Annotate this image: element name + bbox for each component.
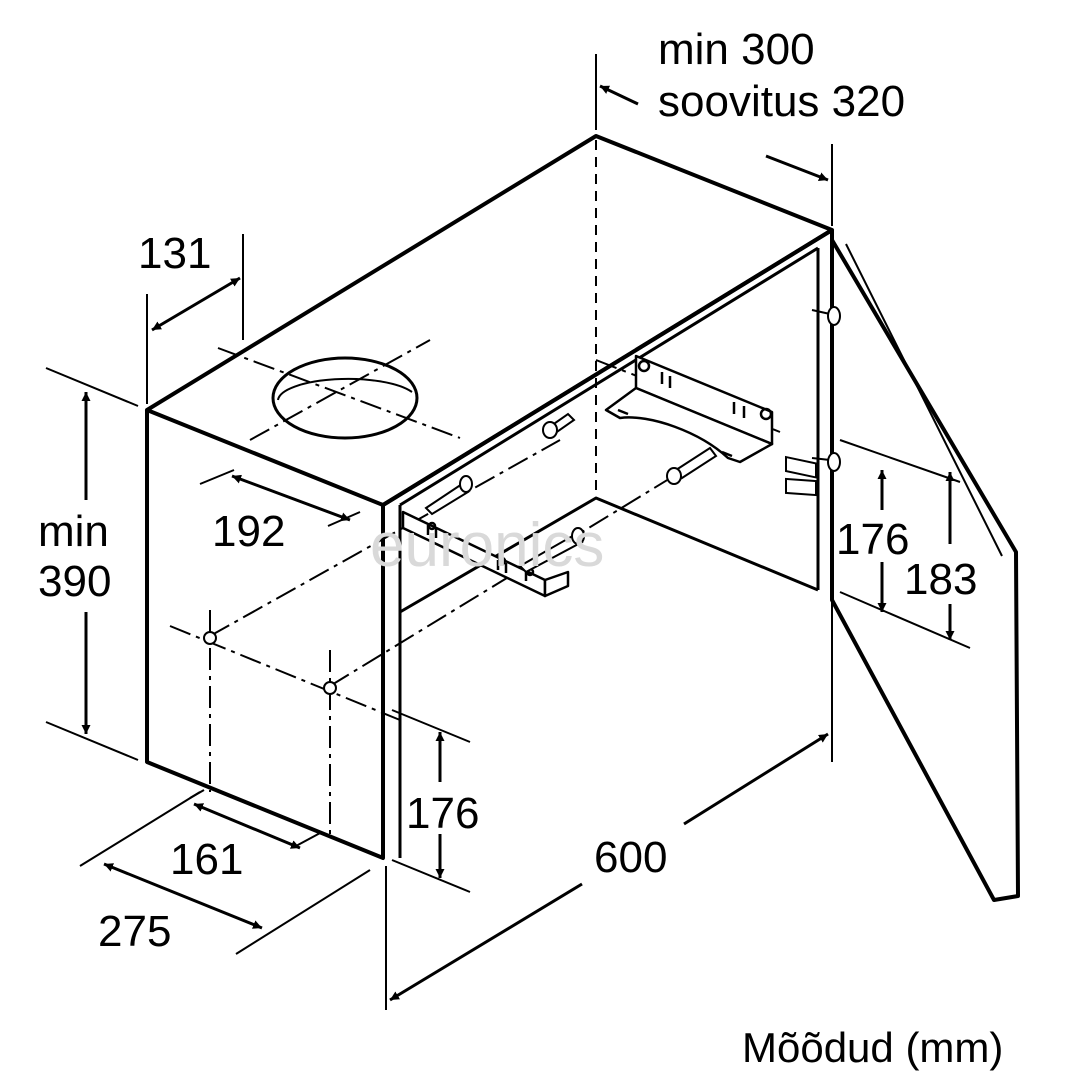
label-176-right: 176 (836, 515, 909, 564)
screw-hole-icon (323, 681, 337, 695)
hidden-lines (169, 140, 781, 840)
label-192: 192 (212, 507, 285, 556)
mounting-screws (424, 412, 718, 574)
screw-hole-icon (203, 631, 217, 645)
screw-icon (542, 412, 576, 439)
cabinet-outline (145, 134, 834, 860)
dimension-arrows (81, 84, 955, 1002)
arrow-min-300-left (599, 84, 639, 106)
hinge-icon (785, 452, 841, 497)
screw-icon (518, 527, 585, 574)
arrow-131 (151, 276, 241, 332)
cabinet-front-top-edge (381, 228, 834, 507)
units-caption: Mõõdud (mm) (742, 1024, 1003, 1071)
label-soovitus-320: soovitus 320 (658, 77, 905, 126)
arrow-600-left (389, 882, 583, 1002)
mounting-bracket-front (401, 510, 570, 598)
arrow-275 (103, 862, 263, 930)
label-131: 131 (138, 229, 211, 278)
cabinet-door (830, 238, 1020, 902)
screw-icon (666, 446, 718, 485)
arrow-192 (231, 474, 351, 522)
label-176-bottom: 176 (406, 789, 479, 838)
duct-opening (271, 356, 419, 440)
label-183: 183 (904, 555, 977, 604)
label-275: 275 (98, 907, 171, 956)
screw-icon (424, 475, 473, 516)
label-min: min (38, 507, 109, 556)
label-161: 161 (170, 835, 243, 884)
arrow-600-right (683, 732, 829, 826)
screw-holes-side (203, 631, 337, 695)
label-600: 600 (594, 833, 667, 882)
cabinet-inner-back-top (399, 246, 819, 507)
arrow-161 (193, 802, 301, 850)
door-hinges (785, 306, 841, 497)
dimension-labels: min 300 soovitus 320 131 192 min 390 176… (38, 25, 977, 956)
mounting-bracket-back (604, 354, 774, 464)
hinge-icon (785, 306, 841, 479)
label-390: 390 (38, 557, 111, 606)
cabinet-left-side (145, 410, 385, 860)
watermark-text: euronics (370, 511, 604, 580)
label-min-300: min 300 (658, 25, 815, 74)
arrow-min-300-right (765, 154, 829, 182)
